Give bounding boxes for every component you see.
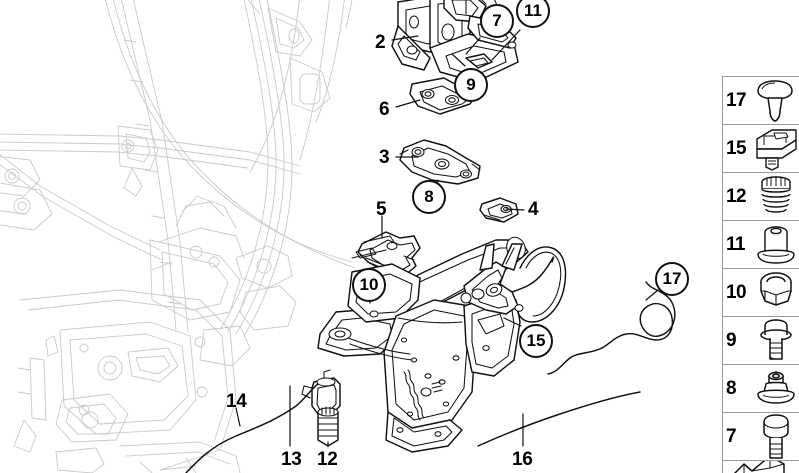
leader-7-callout — [465, 37, 481, 55]
part-13-clip — [301, 369, 341, 415]
leader-11-callout — [491, 29, 521, 61]
push-rivet-clip-icon — [752, 77, 799, 124]
leader-4 — [505, 208, 525, 211]
legend-row-8[interactable]: 8 — [723, 364, 799, 412]
label-6: 6 — [379, 99, 390, 120]
label-2: 2 — [375, 32, 386, 53]
label-13: 13 — [281, 449, 302, 470]
legend-number-10: 10 — [726, 281, 747, 303]
label-5: 5 — [376, 199, 387, 220]
legend-row-12[interactable]: 12 — [723, 172, 799, 220]
leader-14 — [235, 407, 241, 427]
callout-17: 17 — [655, 262, 689, 296]
label-16: 16 — [512, 449, 533, 470]
legend-row-partial-bracket[interactable] — [723, 460, 799, 473]
legend-number-7: 7 — [726, 425, 737, 447]
connector-housing-clip-icon — [752, 125, 799, 172]
legend-row-11[interactable]: 11 — [723, 220, 799, 268]
hex-head-screw-icon — [752, 413, 799, 460]
callout-15: 15 — [519, 324, 553, 358]
part-17-wire — [547, 281, 676, 375]
label-3: 3 — [379, 147, 390, 168]
legend-number-15: 15 — [726, 137, 747, 159]
part-4-small-tab — [479, 197, 519, 223]
legend-number-9: 9 — [726, 329, 737, 351]
rubber-buffer-grommet-icon — [752, 221, 799, 268]
ribbed-rubber-stop-icon — [752, 173, 799, 220]
legend-row-17[interactable]: 17 — [723, 76, 799, 124]
legend-row-10[interactable]: 10 — [723, 268, 799, 316]
hex-lock-nut-icon — [752, 269, 799, 316]
callout-10: 10 — [352, 268, 386, 302]
part-3-bracket — [399, 139, 481, 185]
legend-row-15[interactable]: 15 — [723, 124, 799, 172]
leader-17-callout — [645, 289, 659, 301]
flanged-hex-bolt-icon — [752, 317, 799, 364]
washer-nut-assembly-icon — [752, 365, 799, 412]
callout-11: 11 — [516, 0, 550, 28]
legend-number-17: 17 — [726, 89, 747, 111]
legend-number-11: 11 — [726, 233, 745, 255]
parts-legend-panel: 17 15 — [722, 76, 799, 473]
callout-8: 8 — [412, 180, 446, 214]
legend-number-12: 12 — [726, 185, 747, 207]
label-14: 14 — [226, 391, 247, 412]
legend-row-7[interactable]: 7 — [723, 412, 799, 460]
part-16-cable — [477, 391, 641, 447]
bracket-partial-icon — [733, 461, 799, 473]
legend-row-9[interactable]: 9 — [723, 316, 799, 364]
callout-9: 9 — [454, 68, 488, 102]
label-4: 4 — [528, 199, 539, 220]
leader-2 — [391, 35, 419, 41]
part-14-cable — [185, 383, 319, 473]
callout-7: 7 — [480, 4, 514, 38]
leader-15-callout — [503, 317, 522, 327]
label-12: 12 — [317, 449, 338, 470]
leader-6 — [395, 99, 421, 108]
part-5-flat-plate — [357, 231, 421, 277]
part-12-rubber-stop — [317, 406, 339, 447]
legend-number-8: 8 — [726, 377, 737, 399]
leader-9-callout — [451, 53, 466, 67]
